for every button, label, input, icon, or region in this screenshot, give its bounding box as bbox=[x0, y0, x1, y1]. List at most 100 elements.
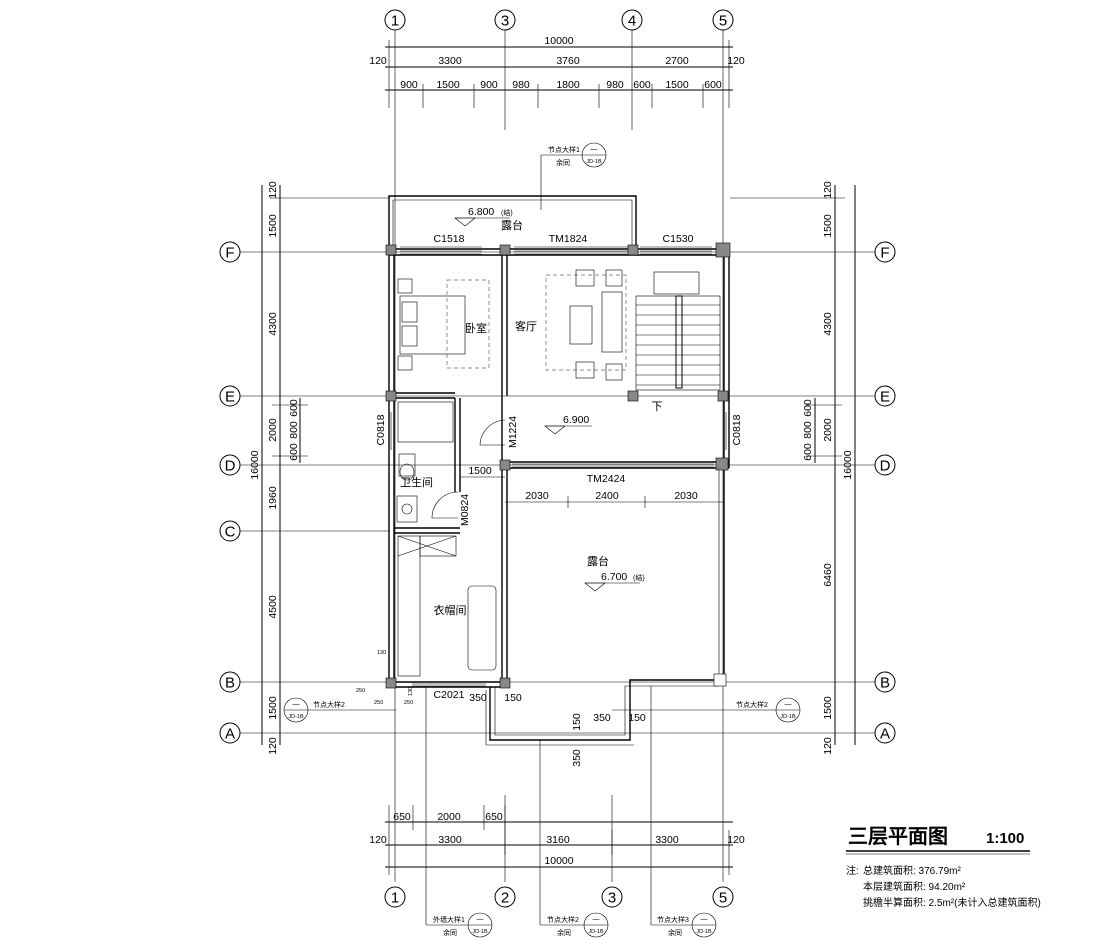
label-m1224: M1224 bbox=[507, 416, 519, 448]
svg-text:—: — bbox=[701, 916, 708, 923]
svg-text:节点大样2: 节点大样2 bbox=[736, 700, 768, 709]
svg-text:4300: 4300 bbox=[822, 312, 834, 336]
svg-text:3300: 3300 bbox=[655, 834, 679, 846]
svg-text:120: 120 bbox=[822, 181, 834, 199]
svg-text:节点大样1: 节点大样1 bbox=[548, 145, 580, 154]
svg-text:2000: 2000 bbox=[822, 418, 834, 442]
svg-text:6.900: 6.900 bbox=[563, 414, 589, 426]
svg-text:2: 2 bbox=[501, 890, 509, 907]
left-dimension-chain: 120 1500 4300 2000 1960 4500 1500 120 16… bbox=[249, 181, 308, 755]
elevation-top: 6.800 (结) bbox=[454, 206, 513, 227]
bottom-dimension-chain: 650 2000 650 120 3300 3160 3300 120 1000… bbox=[369, 805, 745, 875]
label-tm2424: TM2424 bbox=[587, 473, 626, 485]
svg-text:980: 980 bbox=[512, 79, 530, 91]
area-notes: 注: 总建筑面积: 376.79m² 本层建筑面积: 94.20m² 挑檐半算面… bbox=[846, 864, 1041, 909]
axis-top-5: 5 bbox=[712, 9, 734, 31]
svg-text:150: 150 bbox=[628, 712, 646, 724]
svg-text:900: 900 bbox=[400, 79, 418, 91]
svg-text:1500: 1500 bbox=[822, 696, 834, 720]
bedroom-furniture bbox=[397, 278, 490, 371]
svg-text:D: D bbox=[880, 458, 891, 475]
openings bbox=[390, 246, 727, 687]
svg-text:250: 250 bbox=[404, 700, 413, 706]
svg-text:C: C bbox=[225, 524, 236, 541]
svg-text:1: 1 bbox=[391, 890, 399, 907]
label-living: 客厅 bbox=[515, 319, 537, 333]
svg-text:120: 120 bbox=[267, 181, 279, 199]
svg-text:A: A bbox=[880, 726, 890, 743]
svg-text:980: 980 bbox=[606, 79, 624, 91]
svg-text:120: 120 bbox=[267, 737, 279, 755]
axis-left-d: D bbox=[219, 454, 241, 476]
svg-text:120: 120 bbox=[727, 55, 745, 67]
elevation-main: 6.700 (结) bbox=[584, 571, 645, 592]
svg-text:2400: 2400 bbox=[595, 490, 619, 502]
axis-right-b: B bbox=[874, 671, 896, 693]
svg-text:800: 800 bbox=[802, 421, 814, 439]
axis-right-d: D bbox=[874, 454, 896, 476]
svg-text:JD-1B: JD-1B bbox=[288, 714, 304, 720]
axis-bottom-3: 3 bbox=[601, 886, 623, 908]
svg-text:10000: 10000 bbox=[544, 35, 573, 47]
svg-text:600: 600 bbox=[633, 79, 651, 91]
label-tm1824: TM1824 bbox=[549, 233, 588, 245]
svg-text:150: 150 bbox=[571, 713, 583, 731]
svg-text:外墙大样1: 外墙大样1 bbox=[433, 915, 465, 924]
svg-text:5: 5 bbox=[719, 13, 727, 30]
interior-dimensions: 2030 2400 2030 1500 350 150 150 350 150 … bbox=[356, 465, 724, 767]
page-title: 三层平面图 bbox=[848, 825, 948, 848]
label-c0818-right: C0818 bbox=[731, 414, 743, 445]
detail-callout-top: 节点大样1 余同 — JD-1B bbox=[540, 142, 607, 210]
svg-text:130: 130 bbox=[408, 687, 414, 696]
svg-text:6.800: 6.800 bbox=[468, 206, 494, 218]
closet-furniture bbox=[397, 535, 497, 677]
svg-text:4: 4 bbox=[628, 13, 636, 30]
detail-callout-bottom-1: 外墙大样1 余同 — JD-1B bbox=[425, 686, 493, 938]
svg-text:本层建筑面积: 94.20m²: 本层建筑面积: 94.20m² bbox=[863, 880, 966, 893]
axis-right-a: A bbox=[874, 722, 896, 744]
svg-text:2000: 2000 bbox=[267, 418, 279, 442]
detail-callout-right: 节点大样2 — JD-1B bbox=[612, 697, 801, 723]
axis-left-e: E bbox=[219, 385, 241, 407]
axis-left-b: B bbox=[219, 671, 241, 693]
svg-text:余同: 余同 bbox=[668, 928, 682, 937]
label-c1530: C1530 bbox=[663, 233, 694, 245]
svg-text:800: 800 bbox=[288, 421, 300, 439]
svg-text:注:: 注: bbox=[846, 864, 859, 877]
svg-text:350: 350 bbox=[593, 712, 611, 724]
svg-text:1500: 1500 bbox=[267, 696, 279, 720]
svg-text:JD-1B: JD-1B bbox=[586, 159, 602, 165]
svg-text:4500: 4500 bbox=[267, 595, 279, 619]
svg-text:B: B bbox=[225, 675, 235, 692]
svg-text:F: F bbox=[225, 245, 234, 262]
svg-text:2000: 2000 bbox=[437, 811, 461, 823]
svg-text:250: 250 bbox=[356, 688, 365, 694]
svg-text:JD-1B: JD-1B bbox=[588, 929, 604, 935]
svg-text:10000: 10000 bbox=[544, 855, 573, 867]
svg-text:150: 150 bbox=[504, 692, 522, 704]
detail-callout-bottom-2: 节点大样2 余同 — JD-1B bbox=[539, 740, 609, 938]
grid-lines bbox=[240, 30, 875, 882]
svg-text:B: B bbox=[880, 675, 890, 692]
svg-text:D: D bbox=[225, 458, 236, 475]
axis-left-a: A bbox=[219, 722, 241, 744]
svg-text:350: 350 bbox=[571, 749, 583, 767]
svg-text:120: 120 bbox=[369, 834, 387, 846]
axis-left-f: F bbox=[219, 241, 241, 263]
svg-text:3300: 3300 bbox=[438, 834, 462, 846]
elevation-mid: 6.900 bbox=[544, 414, 592, 435]
svg-text:2030: 2030 bbox=[674, 490, 698, 502]
label-stair-down: 下 bbox=[652, 401, 663, 413]
label-c2021: C2021 bbox=[434, 689, 465, 701]
axis-bottom-1: 1 bbox=[384, 886, 406, 908]
svg-text:节点大样3: 节点大样3 bbox=[657, 915, 689, 924]
svg-text:JD-1B: JD-1B bbox=[696, 929, 712, 935]
svg-text:JD-1B: JD-1B bbox=[780, 714, 796, 720]
axis-top-1: 1 bbox=[384, 9, 406, 31]
svg-text:1500: 1500 bbox=[468, 465, 492, 477]
svg-text:1960: 1960 bbox=[267, 486, 279, 510]
label-c1518: C1518 bbox=[434, 233, 465, 245]
drawing-title: 三层平面图 1:100 bbox=[846, 825, 1030, 855]
svg-text:E: E bbox=[880, 389, 890, 406]
axis-left-c: C bbox=[219, 520, 241, 542]
